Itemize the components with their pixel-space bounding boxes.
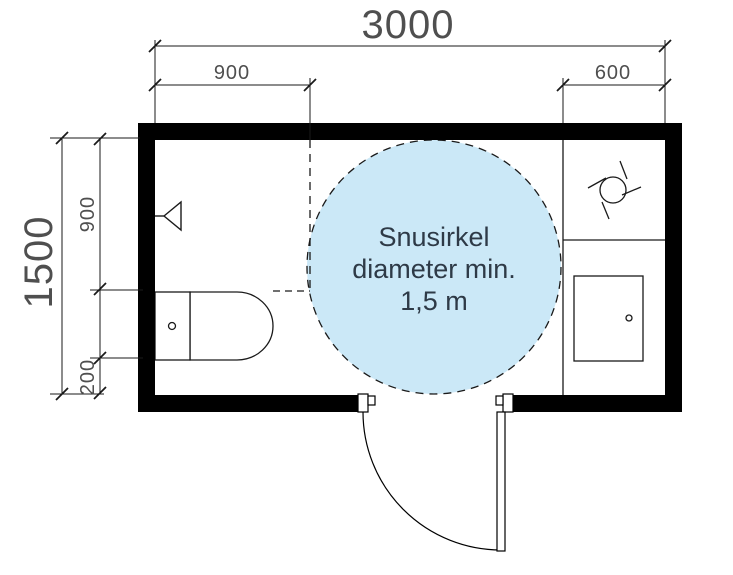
washing-machine-icon xyxy=(573,275,644,362)
right-section xyxy=(562,140,665,395)
turning-circle-label-line1: Snusirkel xyxy=(378,222,489,252)
door-jamb-left-stop xyxy=(367,395,376,406)
door-jamb-left xyxy=(357,393,369,413)
dimension-label-900-left: 900 xyxy=(77,196,99,232)
toilet-icon xyxy=(154,291,274,361)
door-swing-arc xyxy=(362,411,502,551)
door xyxy=(357,393,514,552)
door-jamb-right-stop xyxy=(495,395,504,406)
walls xyxy=(138,123,682,412)
shower-drain-icon xyxy=(155,200,182,232)
dimension-label-200: 200 xyxy=(77,359,99,395)
door-jamb-right xyxy=(502,393,514,413)
turning-circle-shape xyxy=(306,139,562,395)
wall-right xyxy=(665,123,682,412)
door-leaf xyxy=(496,411,506,552)
turning-circle: Snusirkel diameter min. 1,5 m xyxy=(306,139,562,395)
turning-circle-label-line3: 1,5 m xyxy=(400,286,468,316)
wall-left xyxy=(138,123,155,412)
washbasin-icon xyxy=(587,160,642,220)
washing-machine-knob xyxy=(625,314,633,322)
wall-bottom-left xyxy=(138,395,358,412)
dimension-lines xyxy=(61,45,665,394)
toilet-bowl xyxy=(189,291,274,361)
toilet-flush-button xyxy=(167,321,177,331)
dimension-tick-marks xyxy=(55,39,672,401)
dimension-label-600: 600 xyxy=(595,62,631,84)
dimension-labels: 3000 900 600 1500 900 200 xyxy=(17,3,631,395)
wall-top xyxy=(138,123,682,140)
dimension-label-900-top: 900 xyxy=(214,62,250,84)
shower-zone-dashed-boundary xyxy=(273,140,311,292)
wall-bottom-right xyxy=(513,395,682,412)
turning-circle-label-line2: diameter min. xyxy=(352,254,516,284)
dimension-label-3000: 3000 xyxy=(362,3,455,47)
dimension-label-1500: 1500 xyxy=(17,216,61,309)
